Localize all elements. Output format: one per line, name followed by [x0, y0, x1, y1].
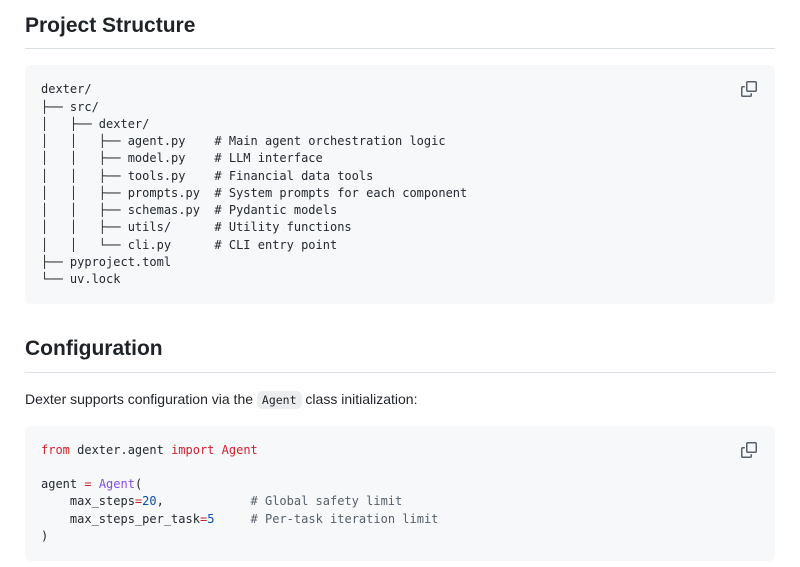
- code-block-configuration: from dexter.agent import Agent agent = A…: [25, 425, 775, 562]
- copy-icon: [741, 81, 757, 98]
- paragraph-text-after: class initialization:: [301, 390, 418, 407]
- code-line: │ │ ├── schemas.py # Pydantic models: [41, 203, 338, 218]
- code-block-project-structure: dexter/ ├── src/ │ ├── dexter/ │ │ ├── agen…: [25, 65, 775, 305]
- code-line: [41, 459, 759, 476]
- code-line: from dexter.agent import Agent: [41, 442, 258, 457]
- code-line: max_steps_per_task=5 # Per-task iteratio…: [41, 511, 439, 526]
- section-heading-project-structure: Project Structure: [25, 13, 775, 50]
- code-line: │ │ ├── model.py # LLM interface: [41, 151, 323, 166]
- code-content-tree: dexter/ ├── src/ │ ├── dexter/ │ │ ├── agen…: [25, 65, 775, 304]
- code-line: │ ├── dexter/: [41, 116, 150, 131]
- code-line: │ │ ├── prompts.py # System prompts for …: [41, 185, 468, 200]
- code-line: │ │ ├── agent.py # Main agent orchestrat…: [41, 134, 446, 149]
- copy-icon: [741, 441, 757, 458]
- copy-code-button[interactable]: [736, 437, 762, 463]
- code-line: dexter/: [41, 82, 92, 97]
- copy-code-button[interactable]: [736, 76, 762, 102]
- code-line: ): [41, 529, 49, 544]
- code-line: │ │ ├── tools.py # Financial data tools: [41, 168, 374, 183]
- code-line: max_steps=20, # Global safety limit: [41, 494, 403, 509]
- inline-code-agent: Agent: [256, 390, 302, 409]
- code-content-python: from dexter.agent import Agent agent = A…: [25, 426, 775, 562]
- code-line: └── uv.lock: [41, 272, 121, 287]
- code-line: agent = Agent(: [41, 477, 143, 492]
- paragraph-text-before: Dexter supports configuration via the: [25, 390, 257, 407]
- code-line: │ │ ├── utils/ # Utility functions: [41, 220, 352, 235]
- code-line: │ │ └── cli.py # CLI entry point: [41, 237, 338, 252]
- code-line: ├── pyproject.toml: [41, 254, 172, 269]
- code-line: ├── src/: [41, 99, 99, 114]
- section-heading-configuration: Configuration: [25, 336, 775, 373]
- configuration-intro-paragraph: Dexter supports configuration via the Ag…: [25, 389, 775, 410]
